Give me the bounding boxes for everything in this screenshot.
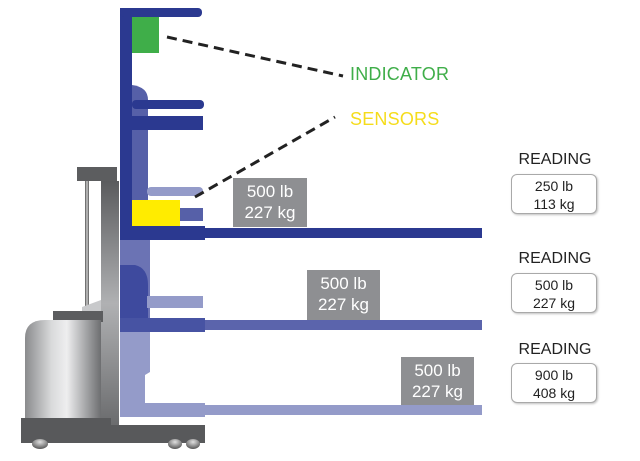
carriage-mid-upper-arm [147,296,203,308]
mast-top-bar [120,8,202,17]
load-weight-lb: 500 lb [246,182,294,201]
overhead-guard-bar [77,167,117,181]
rear-wheel [32,439,48,449]
reading-title-mid: READING [518,250,592,267]
mast-column [120,8,132,240]
reading-kg: 113 kg [533,196,575,212]
load-box-mid: 500 lb 227 kg [307,270,380,320]
mast-arm-2 [132,116,203,130]
sensors-label: SENSORS [350,109,440,129]
front-wheel-1 [168,439,182,449]
carriage-mid-hump [120,265,148,318]
load-weight-kg: 227 kg [317,295,370,314]
overhead-guard-pole [85,181,89,321]
carriage-top-lower-arm [178,208,203,221]
mast-arm-1 [132,100,204,109]
battery-top [53,311,103,322]
load-weight-kg: 227 kg [411,382,464,401]
fork-mid [120,320,482,330]
fork-low-hub [120,403,205,417]
truck-body [21,167,205,449]
fork-low [120,405,482,415]
indicator-callout-line [166,35,344,78]
fork-mid-hub [120,318,205,332]
reading-lb: 500 lb [534,277,574,293]
chassis-base-leg [101,425,205,443]
chassis-base [21,418,111,443]
sensor-callout-line [194,115,336,199]
load-sensor [132,200,180,226]
reading-title-top: READING [518,151,592,168]
reading-display-top: 250 lb 113 kg [511,174,597,214]
load-weight-kg: 227 kg [244,203,296,222]
load-box-low: 500 lb 227 kg [401,357,474,405]
battery-compartment [25,320,101,420]
load-weight-lb: 500 lb [320,274,367,293]
carriage-mid [120,240,482,332]
fork-top [120,228,482,238]
reading-display-mid: 500 lb 227 kg [511,273,597,313]
reading-kg: 227 kg [532,295,576,311]
reading-display-low: 900 lb 408 kg [511,363,597,403]
reading-title-low: READING [518,341,592,358]
front-wheel-2 [186,439,200,449]
reading-lb: 900 lb [534,367,574,383]
reading-lb: 250 lb [534,178,574,194]
fork-top-hub [120,226,205,240]
carriage-low-plate [120,330,150,405]
indicator-label: INDICATOR [350,64,450,84]
reading-kg: 408 kg [532,385,576,401]
load-box-top: 500 lb 227 kg [233,178,307,227]
main-upright [101,181,119,426]
carriage-low [120,330,482,417]
indicator-light [132,17,159,53]
load-weight-lb: 500 lb [414,361,461,380]
carriage-top-upper-arm [147,187,203,196]
